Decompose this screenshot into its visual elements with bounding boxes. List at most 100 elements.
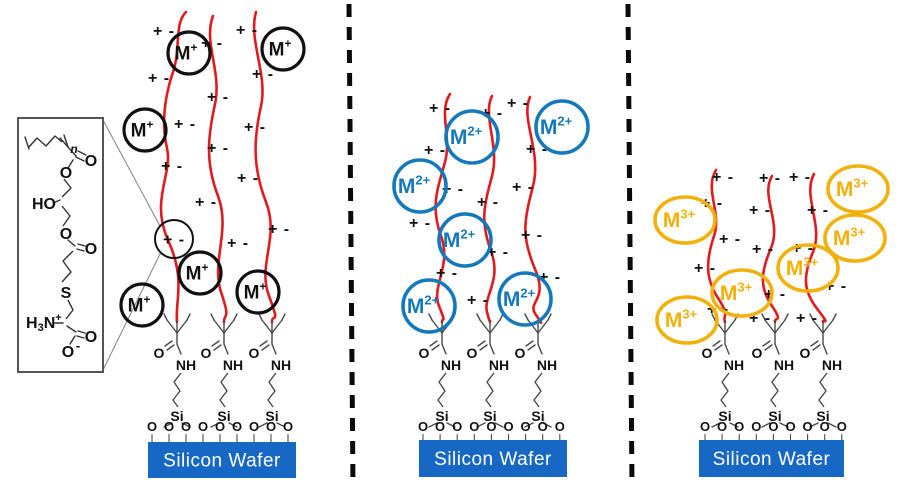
alkyl-linker — [437, 372, 447, 408]
bond-line — [525, 340, 534, 347]
alkyl-linker — [720, 372, 730, 408]
surface-oxygen: O — [751, 419, 761, 434]
amide-nh-label: NH — [724, 357, 744, 373]
carbonyl-o-label: O — [752, 345, 763, 361]
alkyl-linker — [818, 372, 828, 408]
charge-pair: + - — [161, 158, 183, 175]
bond-line — [176, 319, 188, 334]
metal-ion-label: M3+ — [663, 207, 696, 232]
surface-oxygen: O — [198, 419, 208, 434]
skeletal-bond — [61, 205, 71, 227]
metal-ion: M2+ — [497, 271, 553, 327]
alkyl-linker — [533, 372, 543, 408]
surface-oxygen: O — [232, 419, 242, 434]
metal-ion: M2+ — [437, 212, 493, 268]
skeletal-bond — [61, 178, 72, 198]
surface-oxygen: O — [486, 419, 496, 434]
surface-oxygen: O — [283, 419, 293, 434]
charge-pair: + - — [749, 202, 771, 219]
silicon-wafer — [148, 442, 296, 478]
metal-ion: M2+ — [392, 158, 448, 214]
charge-pair: + - — [752, 241, 774, 258]
bond-line — [163, 422, 173, 428]
bond-line — [494, 422, 504, 428]
bond-line — [527, 344, 536, 351]
bond-line — [724, 319, 736, 334]
metal-ion-circle — [655, 295, 719, 345]
charge-pair: + - — [227, 235, 249, 252]
metal-ion-label: M2+ — [540, 114, 573, 139]
bond-line — [784, 313, 789, 321]
atom-label: O — [60, 226, 72, 243]
bond-line — [524, 313, 529, 321]
metal-ion: M2+ — [444, 109, 500, 165]
surface-oxygen: O — [820, 419, 830, 434]
metal-ion: M3+ — [826, 164, 890, 214]
bond-line — [261, 344, 270, 351]
metal-ion-circle — [826, 164, 890, 214]
bond-line — [259, 340, 268, 347]
atom-label: S — [61, 285, 72, 302]
ammonium-label: H3N+ — [26, 312, 62, 334]
bond-line — [181, 422, 191, 428]
charge-pair: + - — [236, 22, 258, 39]
metal-ion-circle — [392, 158, 448, 214]
metal-ion-circle — [235, 269, 281, 315]
skeletal-bond — [67, 239, 76, 247]
charge-pair: + - — [807, 202, 829, 219]
silane-si-label: Si — [718, 408, 731, 424]
polymer-chain — [207, 14, 228, 324]
carbonyl-o-label: O — [201, 345, 212, 361]
charge-pair: + - — [163, 232, 185, 249]
metal-ion-label: M3+ — [833, 225, 866, 250]
bond-line — [476, 422, 486, 428]
surface-oxygen: O — [469, 419, 479, 434]
bond-line — [446, 422, 456, 428]
skeletal-bond — [66, 325, 77, 333]
metal-ion-label: M+ — [128, 294, 151, 317]
zoomed-charge-circle — [154, 219, 194, 259]
polymer-chain — [761, 174, 780, 324]
inset-box — [17, 117, 104, 373]
charge-pair: + - — [153, 23, 175, 40]
charge-pair: + - — [477, 194, 499, 211]
bond-line — [271, 319, 283, 334]
bond-line — [489, 319, 501, 334]
skeletal-bond — [28, 135, 63, 148]
bond-line — [711, 313, 716, 321]
panel-divider — [346, 3, 356, 488]
metal-ion: M2+ — [534, 99, 590, 155]
atom-label: O — [62, 344, 74, 361]
amide-nh-label: NH — [822, 357, 842, 373]
bond-line — [271, 343, 277, 355]
silicon-wafer-label: Silicon Wafer — [713, 449, 831, 470]
amide-nh-label: NH — [441, 357, 461, 373]
bond-line — [812, 319, 824, 334]
surface-oxygen: O — [734, 419, 744, 434]
alkyl-linker — [219, 372, 229, 408]
surface-oxygen: O — [452, 419, 462, 434]
surface-oxygen: O — [215, 419, 225, 434]
alkyl-linker — [485, 372, 495, 408]
charge-pair: + - — [424, 142, 446, 159]
metal-ion-circle — [166, 30, 212, 76]
charge-pair: + - — [174, 116, 196, 133]
metal-ion-label: M3+ — [786, 255, 819, 280]
skeletal-bond — [24, 136, 30, 150]
bond-line — [524, 422, 534, 428]
silicon-wafer-label: Silicon Wafer — [163, 451, 281, 472]
metal-ion-circle — [776, 243, 840, 293]
bond-line — [712, 340, 721, 347]
bond-line — [233, 313, 238, 321]
metal-ion-label: M2+ — [407, 293, 440, 318]
bond-line — [261, 319, 273, 334]
metal-ion-label: M3+ — [836, 176, 869, 201]
charge-pair: + - — [148, 70, 170, 87]
carbonyl-o-label: O — [467, 345, 478, 361]
alkyl-linker — [770, 372, 780, 408]
